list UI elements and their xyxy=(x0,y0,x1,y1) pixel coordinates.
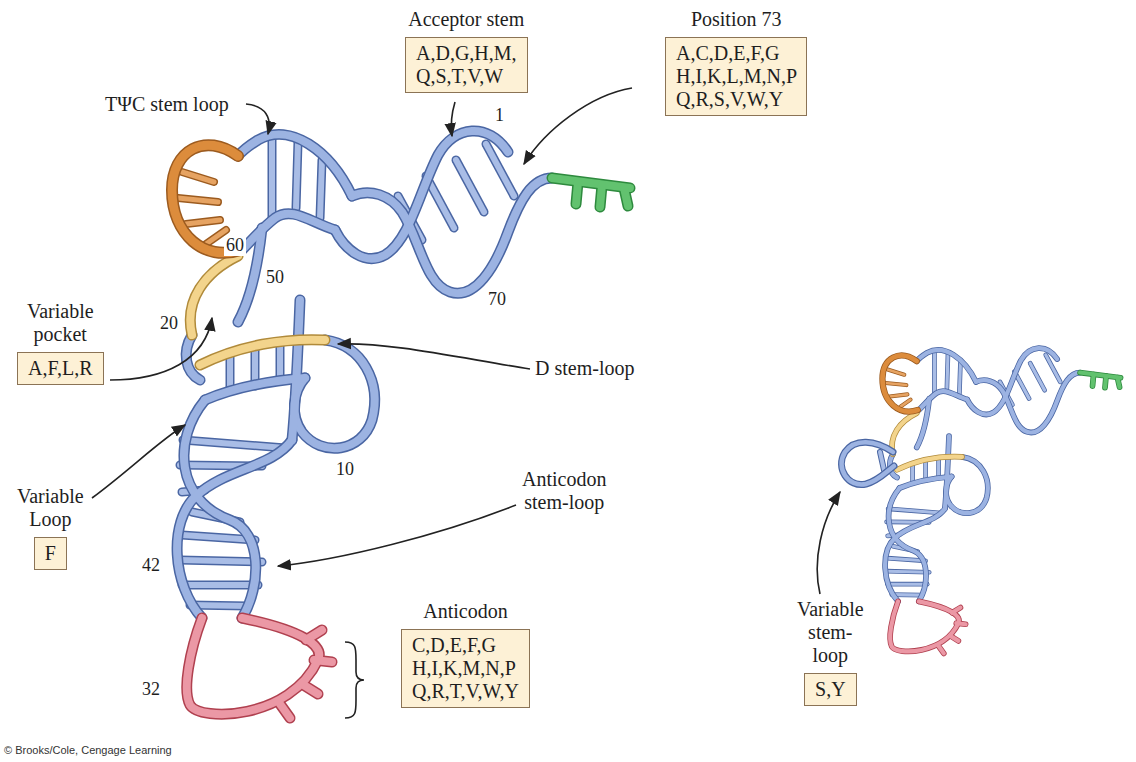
residue-callout: Variable stem-loopS,Y xyxy=(797,598,864,706)
part-label: Anticodon stem-loop xyxy=(522,468,606,514)
leader-arrow xyxy=(278,505,516,566)
residue-box: A,C,D,E,F,G H,I,K,L,M,N,P Q,R,S,V,W,Y xyxy=(665,37,807,116)
leader-arrow xyxy=(451,102,455,136)
leader-arrow xyxy=(338,344,530,369)
callout-number: 50 xyxy=(264,268,286,288)
amino-acid-list: A,F,L,R xyxy=(28,357,93,380)
amino-acid-list: A,C,D,E,F,G H,I,K,L,M,N,P Q,R,S,V,W,Y xyxy=(676,42,796,111)
residue-callout: Acceptor stemA,D,G,H,M, Q,S,T,V,W xyxy=(405,8,528,93)
callout-heading: Anticodon xyxy=(423,600,507,623)
callout-heading: Variable pocket xyxy=(27,300,94,346)
callout-number: 1 xyxy=(493,106,506,126)
residue-callout: Variable LoopF xyxy=(17,485,84,570)
residue-callout: Variable pocketA,F,L,R xyxy=(17,300,104,385)
callout-heading: Variable stem-loop xyxy=(797,598,864,667)
variable-stem-loop xyxy=(842,442,894,484)
callout-number: 60 xyxy=(224,236,246,256)
base-pair-rung xyxy=(880,452,884,470)
amino-acid-list: A,D,G,H,M, Q,S,T,V,W xyxy=(416,42,517,88)
blue-strand xyxy=(842,442,894,484)
callout-heading: Variable Loop xyxy=(17,485,84,531)
residue-box: S,Y xyxy=(804,673,857,706)
trna-class-one xyxy=(172,131,630,718)
blue-strand xyxy=(842,442,894,484)
leader-arrow xyxy=(92,88,840,594)
residue-box: A,F,L,R xyxy=(17,352,104,385)
callout-number: 70 xyxy=(486,290,508,310)
amino-acid-list: C,D,E,F,G H,I,K,M,N,P Q,R,T,V,W,Y xyxy=(412,634,519,703)
part-label: TΨC stem loop xyxy=(105,93,229,116)
trna-class-two xyxy=(882,348,1120,653)
leader-arrow xyxy=(817,492,840,594)
base-pair-rung xyxy=(880,452,884,470)
residue-box: C,D,E,F,G H,I,K,M,N,P Q,R,T,V,W,Y xyxy=(401,629,530,708)
callout-number: 20 xyxy=(158,314,180,334)
leader-arrow xyxy=(246,104,269,134)
callout-heading: Acceptor stem xyxy=(408,8,524,31)
leader-arrow xyxy=(92,425,185,498)
callout-heading: Position 73 xyxy=(691,8,782,31)
amino-acid-list: F xyxy=(45,542,56,565)
credit-line: © Brooks/Cole, Cengage Learning xyxy=(4,744,172,757)
amino-acid-list: S,Y xyxy=(815,678,846,701)
curly-brace xyxy=(345,642,364,718)
residue-callout: AnticodonC,D,E,F,G H,I,K,M,N,P Q,R,T,V,W… xyxy=(401,600,530,708)
residue-box: A,D,G,H,M, Q,S,T,V,W xyxy=(405,37,528,93)
part-label: D stem-loop xyxy=(535,357,634,380)
leader-arrow xyxy=(524,88,632,164)
residue-box: F xyxy=(34,537,67,570)
residue-callout: Position 73 A,C,D,E,F,G H,I,K,L,M,N,P Q,R… xyxy=(665,8,807,116)
callout-number: 42 xyxy=(140,556,162,576)
callout-number: 32 xyxy=(140,680,162,700)
callout-number: 10 xyxy=(334,460,356,480)
